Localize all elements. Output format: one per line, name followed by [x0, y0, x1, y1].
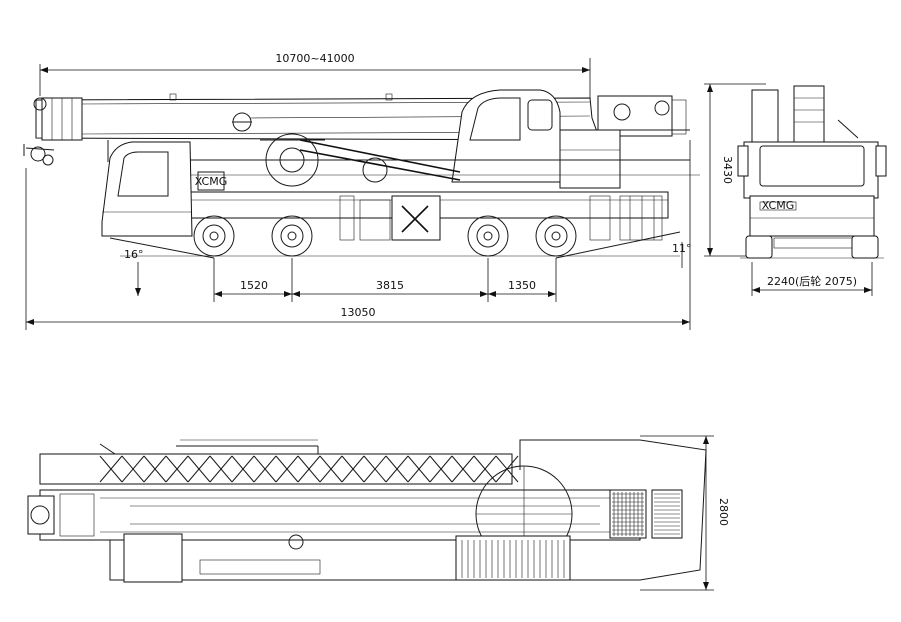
superstructure-body [559, 129, 621, 189]
wheel-axle-2 [271, 215, 313, 257]
boom-pivot-assembly [597, 95, 690, 137]
carrier-outline [109, 439, 707, 583]
overall-width-dimension [640, 435, 714, 591]
truck-cab: XCMG [101, 141, 227, 237]
overall-height-label: 3430 [721, 156, 734, 184]
boom-length-label: 10700~41000 [275, 52, 354, 65]
brand-logo-front: XCMG [762, 199, 794, 212]
side-view: 10700~41000 [23, 52, 700, 330]
wheel-axle-3 [467, 215, 509, 257]
axle-spacing-3-label: 1350 [508, 279, 536, 292]
top-boom [27, 489, 641, 541]
wheel-axle-1 [193, 215, 235, 257]
track-width-label: 2240(后轮 2075) [767, 274, 857, 288]
cab-top-grilles [609, 489, 683, 539]
axle-spacing-2-label: 3815 [376, 279, 404, 292]
side-wheels [193, 215, 577, 257]
departure-angle-label: 11° [672, 242, 692, 255]
front-wheels [740, 235, 884, 259]
overall-length-label: 13050 [341, 306, 376, 319]
axle-dimensions [213, 258, 557, 302]
track-width-dimension [751, 262, 873, 296]
front-view: 3430 XCMG [704, 83, 887, 296]
overall-length-dimension [25, 140, 691, 330]
wheel-axle-4 [535, 215, 577, 257]
lattice-jib [39, 443, 519, 485]
brand-logo-cab: XCMG [195, 175, 227, 188]
chassis-frame [107, 159, 700, 241]
overall-width-label: 2800 [717, 498, 730, 526]
ground-and-angles [109, 231, 683, 296]
axle-spacing-1-label: 1520 [240, 279, 268, 292]
top-view: 2800 [27, 435, 730, 591]
front-boom-head [751, 85, 859, 143]
operator-cab [451, 89, 561, 183]
approach-angle-label: 16° [124, 248, 144, 261]
front-cab-body: XCMG [737, 141, 887, 237]
